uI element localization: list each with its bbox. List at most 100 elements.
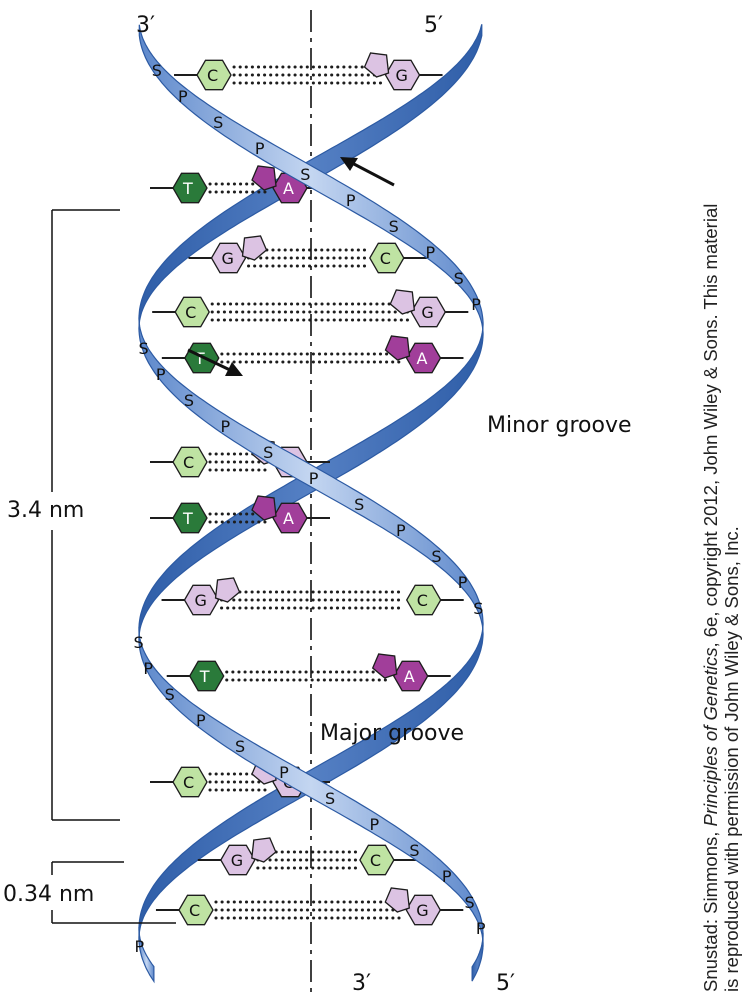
base-t [172, 502, 208, 534]
backbone-letter: P [476, 919, 486, 938]
backbone-letter: S [139, 339, 149, 358]
backbone-letter: P [178, 87, 188, 106]
base-letter: T [182, 179, 193, 198]
base-g [363, 52, 421, 91]
backbone-letter: S [263, 443, 273, 462]
backbone-letter: S [235, 737, 245, 756]
label-turn-length: 3.4 nm [7, 498, 84, 523]
base-t [188, 660, 225, 692]
base-letter: C [417, 591, 428, 610]
backbone-letter: P [425, 243, 435, 262]
label-minor-groove: Minor groove [487, 413, 632, 438]
base-c [178, 894, 214, 926]
backbone-letter: P [255, 139, 265, 158]
arrow-down-right-icon [187, 348, 243, 376]
base-a [384, 335, 442, 374]
backbone-letter: S [389, 217, 399, 236]
base-letter: A [416, 349, 427, 368]
backbone-letter: S [213, 113, 223, 132]
ribbon-back-segment [471, 933, 484, 982]
base-t [172, 172, 208, 204]
backbone-letter: P [221, 417, 231, 436]
base-g [384, 887, 442, 926]
backbone-letter: P [156, 365, 166, 384]
backbone-letter: P [309, 469, 319, 488]
base-letter: G [195, 591, 207, 610]
backbone-letter: P [442, 867, 452, 886]
base-letter: C [183, 453, 194, 472]
base-c [174, 296, 210, 328]
base-letter: T [182, 509, 193, 528]
base-letter: A [283, 509, 294, 528]
ribbon-front-segment [138, 314, 484, 638]
credit-line1-pre: Snustad: Simmons, [700, 826, 721, 992]
front-ribbons [138, 24, 484, 984]
base-letter: G [396, 66, 408, 85]
base-spacing-bracket [51, 861, 176, 924]
backbone-letter: P [458, 573, 468, 592]
base-letter: T [194, 349, 205, 368]
backbone-letter: S [325, 789, 335, 808]
credit-line1-post: , 6e, copyright 2012, John Wiley & Sons.… [700, 203, 721, 648]
base-c [405, 584, 442, 616]
base-c [359, 844, 395, 876]
base-g [389, 289, 447, 328]
label-top-left-3prime: 3′ [136, 13, 155, 38]
base-letter: G [421, 303, 433, 322]
backbone-letter: P [196, 711, 206, 730]
base-letter: G [416, 901, 428, 920]
base-letter: C [185, 303, 196, 322]
credit-book-title: Principles of Genetics [700, 647, 721, 827]
base-a [251, 495, 308, 534]
backbone-letter: P [279, 763, 289, 782]
label-top-right-5prime: 5′ [424, 13, 443, 38]
base-letter: G [222, 249, 234, 268]
backbone-letter: S [354, 495, 364, 514]
arrow-up-left-icon [340, 157, 395, 187]
image-credit: Snustad: Simmons, Principles of Genetics… [700, 204, 742, 992]
base-c [172, 446, 208, 478]
base-letter: C [380, 249, 391, 268]
backbone-letter: S [134, 633, 144, 652]
turn-length-bracket [51, 209, 120, 821]
label-bottom-3prime: 3′ [352, 971, 371, 996]
backbone-letter: P [143, 659, 153, 678]
base-pair-rungs [150, 65, 469, 920]
backbone-letter: S [431, 547, 441, 566]
base-g [183, 577, 241, 616]
backbone-letter: S [473, 599, 483, 618]
label-base-spacing: 0.34 nm [3, 882, 94, 907]
base-letter: T [199, 667, 210, 686]
ribbon-front-segment [138, 626, 484, 950]
backbone-letter: S [184, 391, 194, 410]
backbone-letter: P [396, 521, 406, 540]
base-letter: C [370, 851, 381, 870]
ribbon-front-segment [138, 24, 484, 339]
base-letter: C [183, 773, 194, 792]
base-g [220, 837, 277, 876]
credit-line2: is reproduced with permission of John Wi… [721, 526, 742, 992]
base-c [196, 59, 232, 91]
backbone-letter: P [346, 191, 356, 210]
base-letter: A [283, 179, 294, 198]
base-c [369, 242, 405, 274]
base-g [210, 235, 268, 274]
backbone-letter: S [300, 165, 310, 184]
label-bottom-5prime: 5′ [496, 971, 515, 996]
base-letter: A [404, 667, 415, 686]
backbone-letter: P [370, 815, 380, 834]
backbone-letter: S [409, 841, 419, 860]
backbone-letter: P [471, 295, 481, 314]
backbone-letter: S [465, 893, 475, 912]
backbone-letter: P [134, 937, 144, 956]
base-a [371, 653, 429, 692]
base-letter: C [189, 901, 200, 920]
base-letter: C [207, 66, 218, 85]
backbone-letter: S [454, 269, 464, 288]
base-letter: G [231, 851, 243, 870]
label-major-groove: Major groove [320, 721, 464, 746]
base-c [172, 766, 208, 798]
backbone-letter: S [152, 61, 162, 80]
